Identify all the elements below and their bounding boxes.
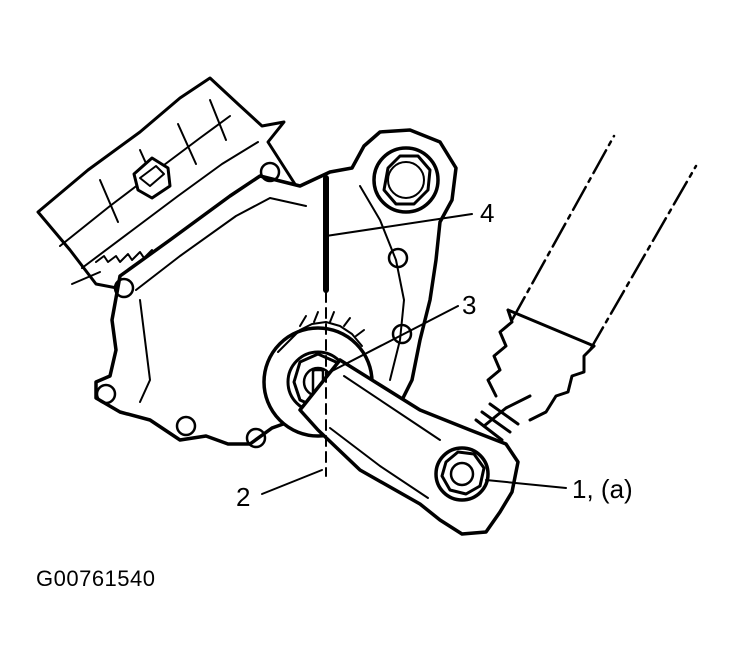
shift-cable [474,134,698,442]
callout-3: 3 [462,290,477,320]
callout-4: 4 [480,198,495,228]
figure-id-label: G00761540 [36,566,156,591]
control-lever [298,358,520,536]
callout-2: 2 [236,482,251,512]
leader-lines [261,213,567,495]
callout-1a: 1, (a) [572,474,633,504]
